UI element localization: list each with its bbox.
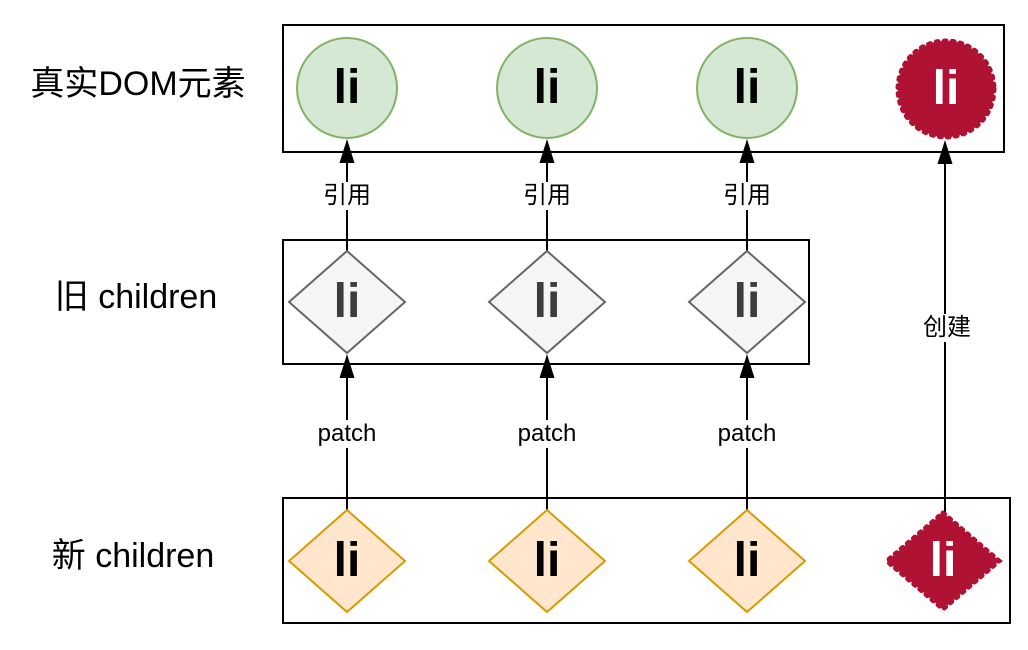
dom-node-label: li [733, 61, 761, 114]
old-vnode-label: li [533, 275, 561, 328]
new-vnode-label: li [733, 534, 761, 587]
old-vnode-2 [487, 249, 607, 355]
old-vnode-label: li [333, 275, 361, 328]
row-label-real-dom: 真实DOM元素 [30, 65, 246, 103]
dom-node-3 [696, 37, 798, 139]
row-label-new-children: 新 children [51, 537, 215, 575]
real-dom-box [282, 24, 1005, 153]
row-label-old-children: 旧 children [54, 278, 218, 316]
patch-arrowhead-1 [339, 354, 355, 378]
edge-label-reference-2: 引用 [519, 182, 575, 210]
edge-label-patch-3: patch [713, 420, 781, 448]
edge-label-patch-2: patch [513, 420, 581, 448]
patch-arrowhead-2 [539, 354, 555, 378]
new-vnode-label: li [533, 534, 561, 587]
reference-arrowhead-1 [339, 139, 355, 163]
edge-label-reference-3: 引用 [719, 182, 775, 210]
patch-arrowhead-3 [739, 354, 755, 378]
new-vnode-created [883, 509, 1003, 613]
new-vnode-2 [487, 508, 607, 614]
patch-arrowheads [339, 354, 755, 378]
dom-node-label: li [533, 61, 561, 114]
edge-label-reference-1: 引用 [319, 182, 375, 210]
dom-node-created-label: li [932, 62, 960, 115]
reference-arrowhead-3 [739, 139, 755, 163]
dom-node-2 [496, 37, 598, 139]
dom-node-label: li [333, 61, 361, 114]
old-vnode-label: li [733, 275, 761, 328]
new-vnode-3 [687, 508, 807, 614]
dom-node-1 [296, 37, 398, 139]
edge-label-create: 创建 [919, 314, 975, 342]
new-vnode-1 [287, 508, 407, 614]
old-vnode-3 [687, 249, 807, 355]
new-vnode-created-label: li [929, 534, 957, 587]
create-arrowhead [937, 140, 953, 164]
reference-arrowheads [339, 139, 755, 163]
reference-arrowhead-2 [539, 139, 555, 163]
edge-label-patch-1: patch [313, 420, 381, 448]
old-vnode-1 [287, 249, 407, 355]
new-vnode-label: li [333, 534, 361, 587]
dom-node-created [895, 38, 997, 140]
